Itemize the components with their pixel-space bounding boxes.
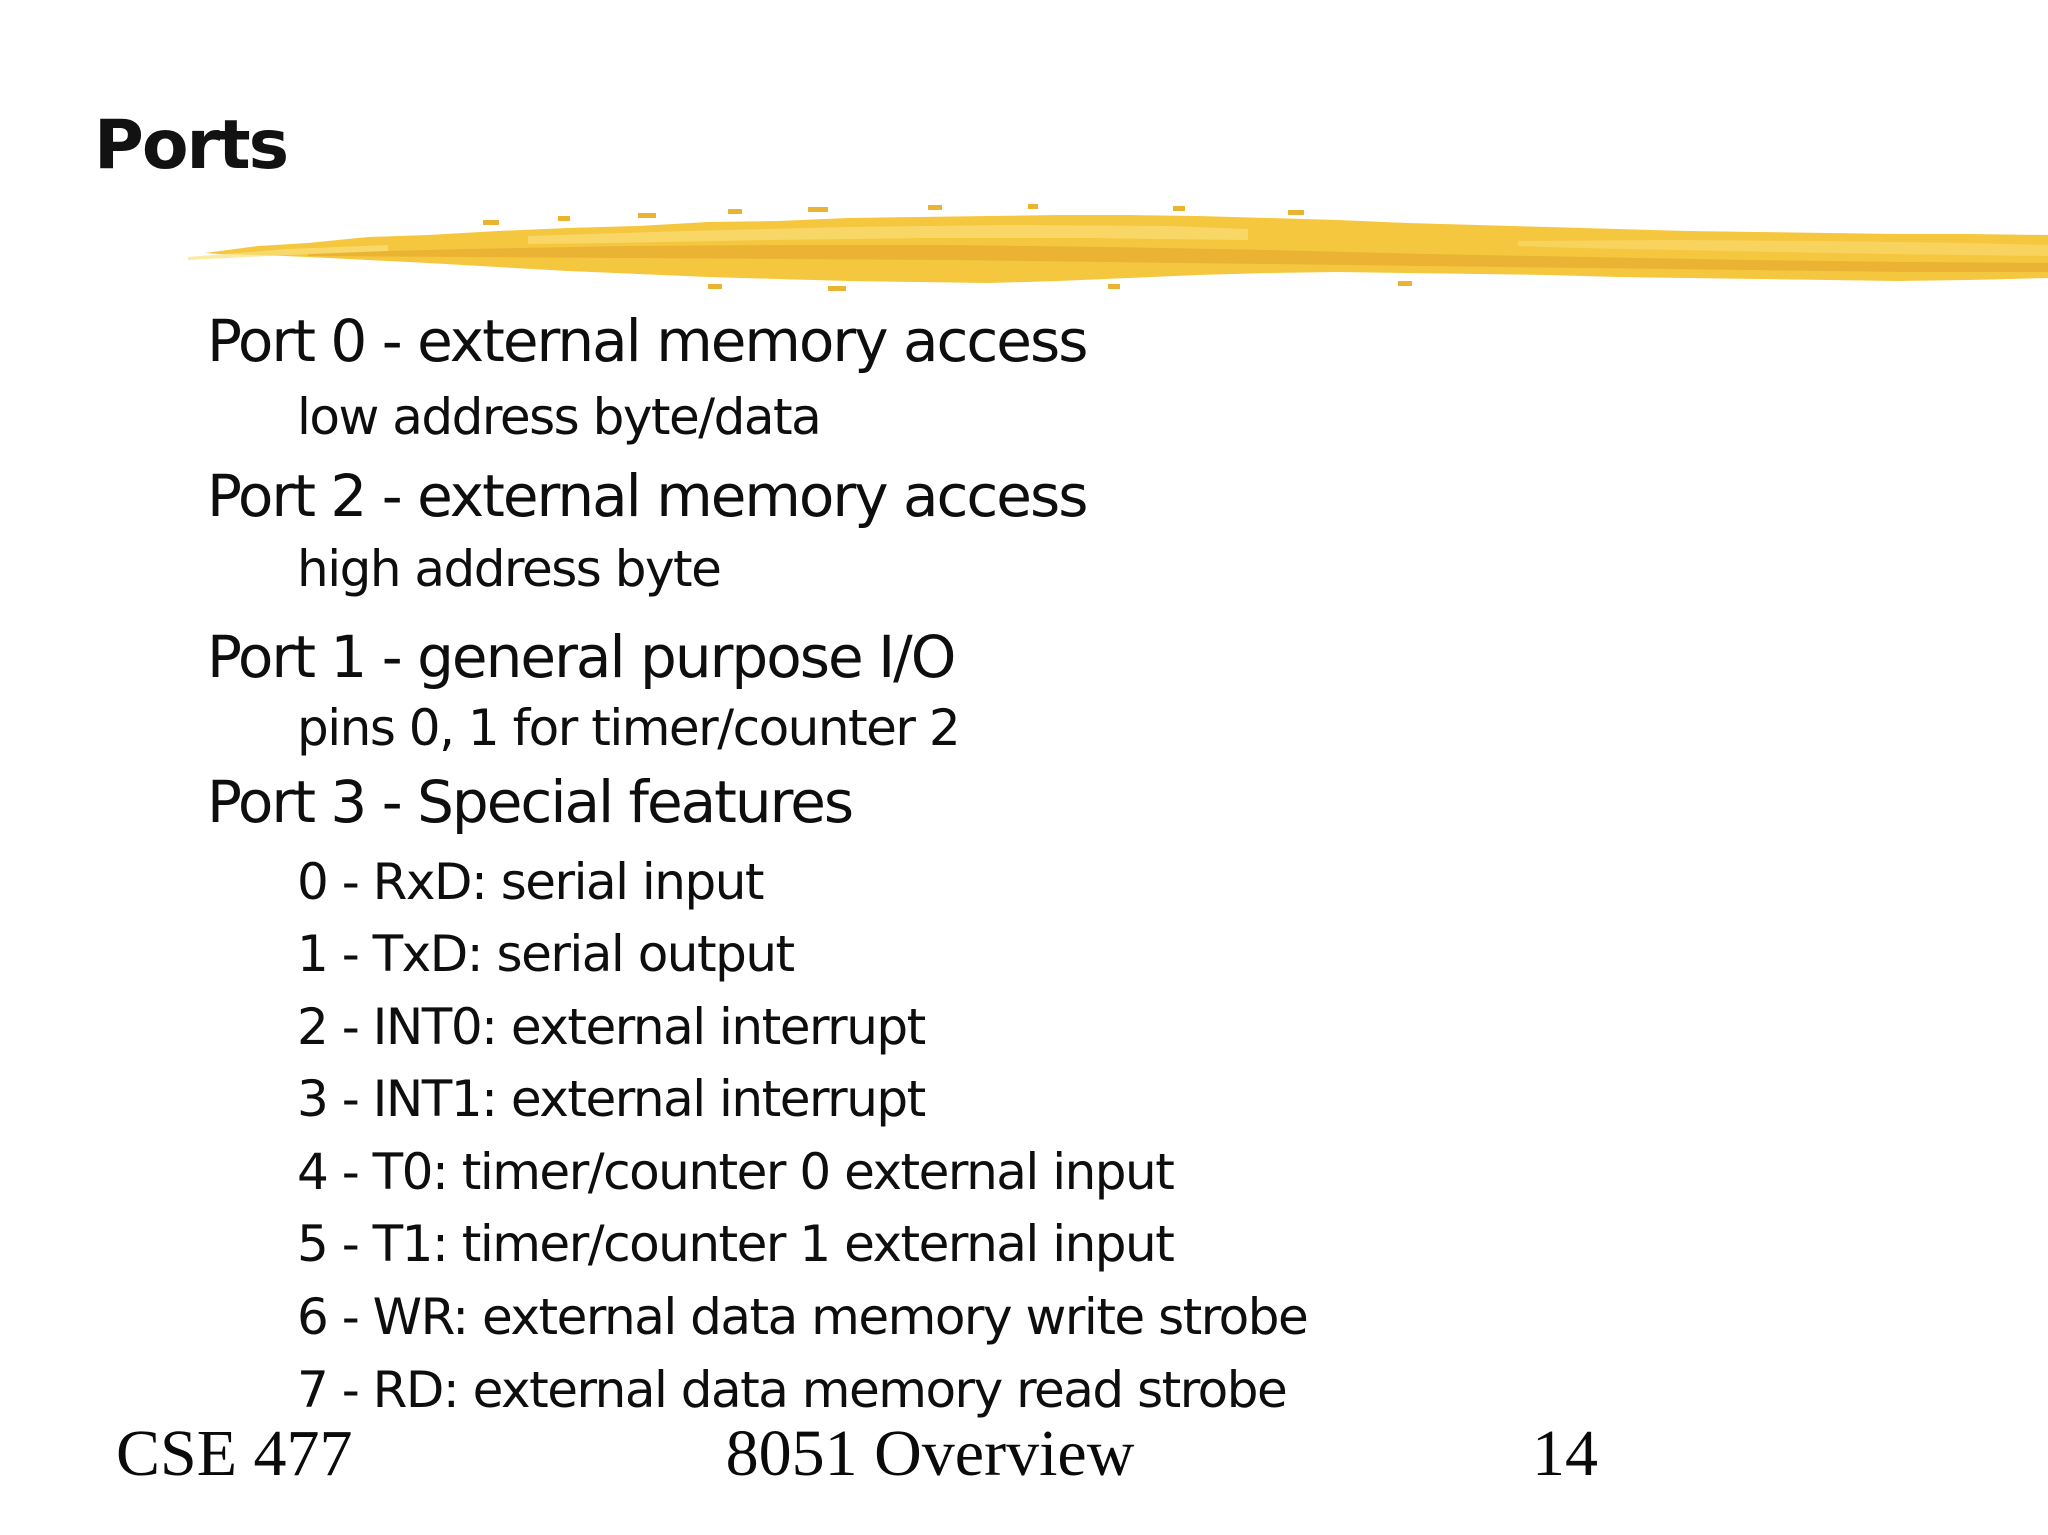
bullet-port-3: Port 3 - Special features xyxy=(207,768,854,836)
bullet-port-0: Port 0 - external memory access xyxy=(207,307,1088,375)
bullet-port-1-detail: pins 0, 1 for timer/counter 2 xyxy=(297,699,961,757)
bullet-port-2-detail: high address byte xyxy=(297,540,722,598)
footer-page-number: 14 xyxy=(1532,1417,1598,1490)
footer-course-label: CSE 477 xyxy=(116,1417,353,1490)
bullet-pin-4-t0: 4 - T0: timer/counter 0 external input xyxy=(297,1143,1175,1201)
bullet-pin-1-txd: 1 - TxD: serial output xyxy=(297,925,795,983)
slide-title: Ports xyxy=(94,106,289,185)
brush-light-highlight xyxy=(528,225,1248,244)
bullet-pin-5-t1: 5 - T1: timer/counter 1 external input xyxy=(297,1215,1175,1273)
brush-light-highlight-right xyxy=(1518,240,2048,256)
gold-brush-divider xyxy=(188,204,2048,291)
bullet-pin-6-wr: 6 - WR: external data memory write strob… xyxy=(297,1288,1309,1346)
brush-speckles xyxy=(483,204,1412,291)
bullet-port-2: Port 2 - external memory access xyxy=(207,462,1088,530)
bullet-port-0-detail: low address byte/data xyxy=(297,388,822,446)
slide-footer: CSE 477 8051 Overview 14 xyxy=(0,1421,2048,1501)
brush-dark-streak xyxy=(308,245,2048,272)
footer-deck-title: 8051 Overview xyxy=(725,1417,1135,1490)
bullet-port-1: Port 1 - general purpose I/O xyxy=(207,623,956,691)
bullet-pin-0-rxd: 0 - RxD: serial input xyxy=(297,853,765,911)
brush-left-wisp xyxy=(188,245,388,260)
bullet-pin-2-int0: 2 - INT0: external interrupt xyxy=(297,998,926,1056)
bullet-pin-7-rd: 7 - RD: external data memory read strobe xyxy=(297,1361,1288,1419)
bullet-pin-3-int1: 3 - INT1: external interrupt xyxy=(297,1070,926,1128)
